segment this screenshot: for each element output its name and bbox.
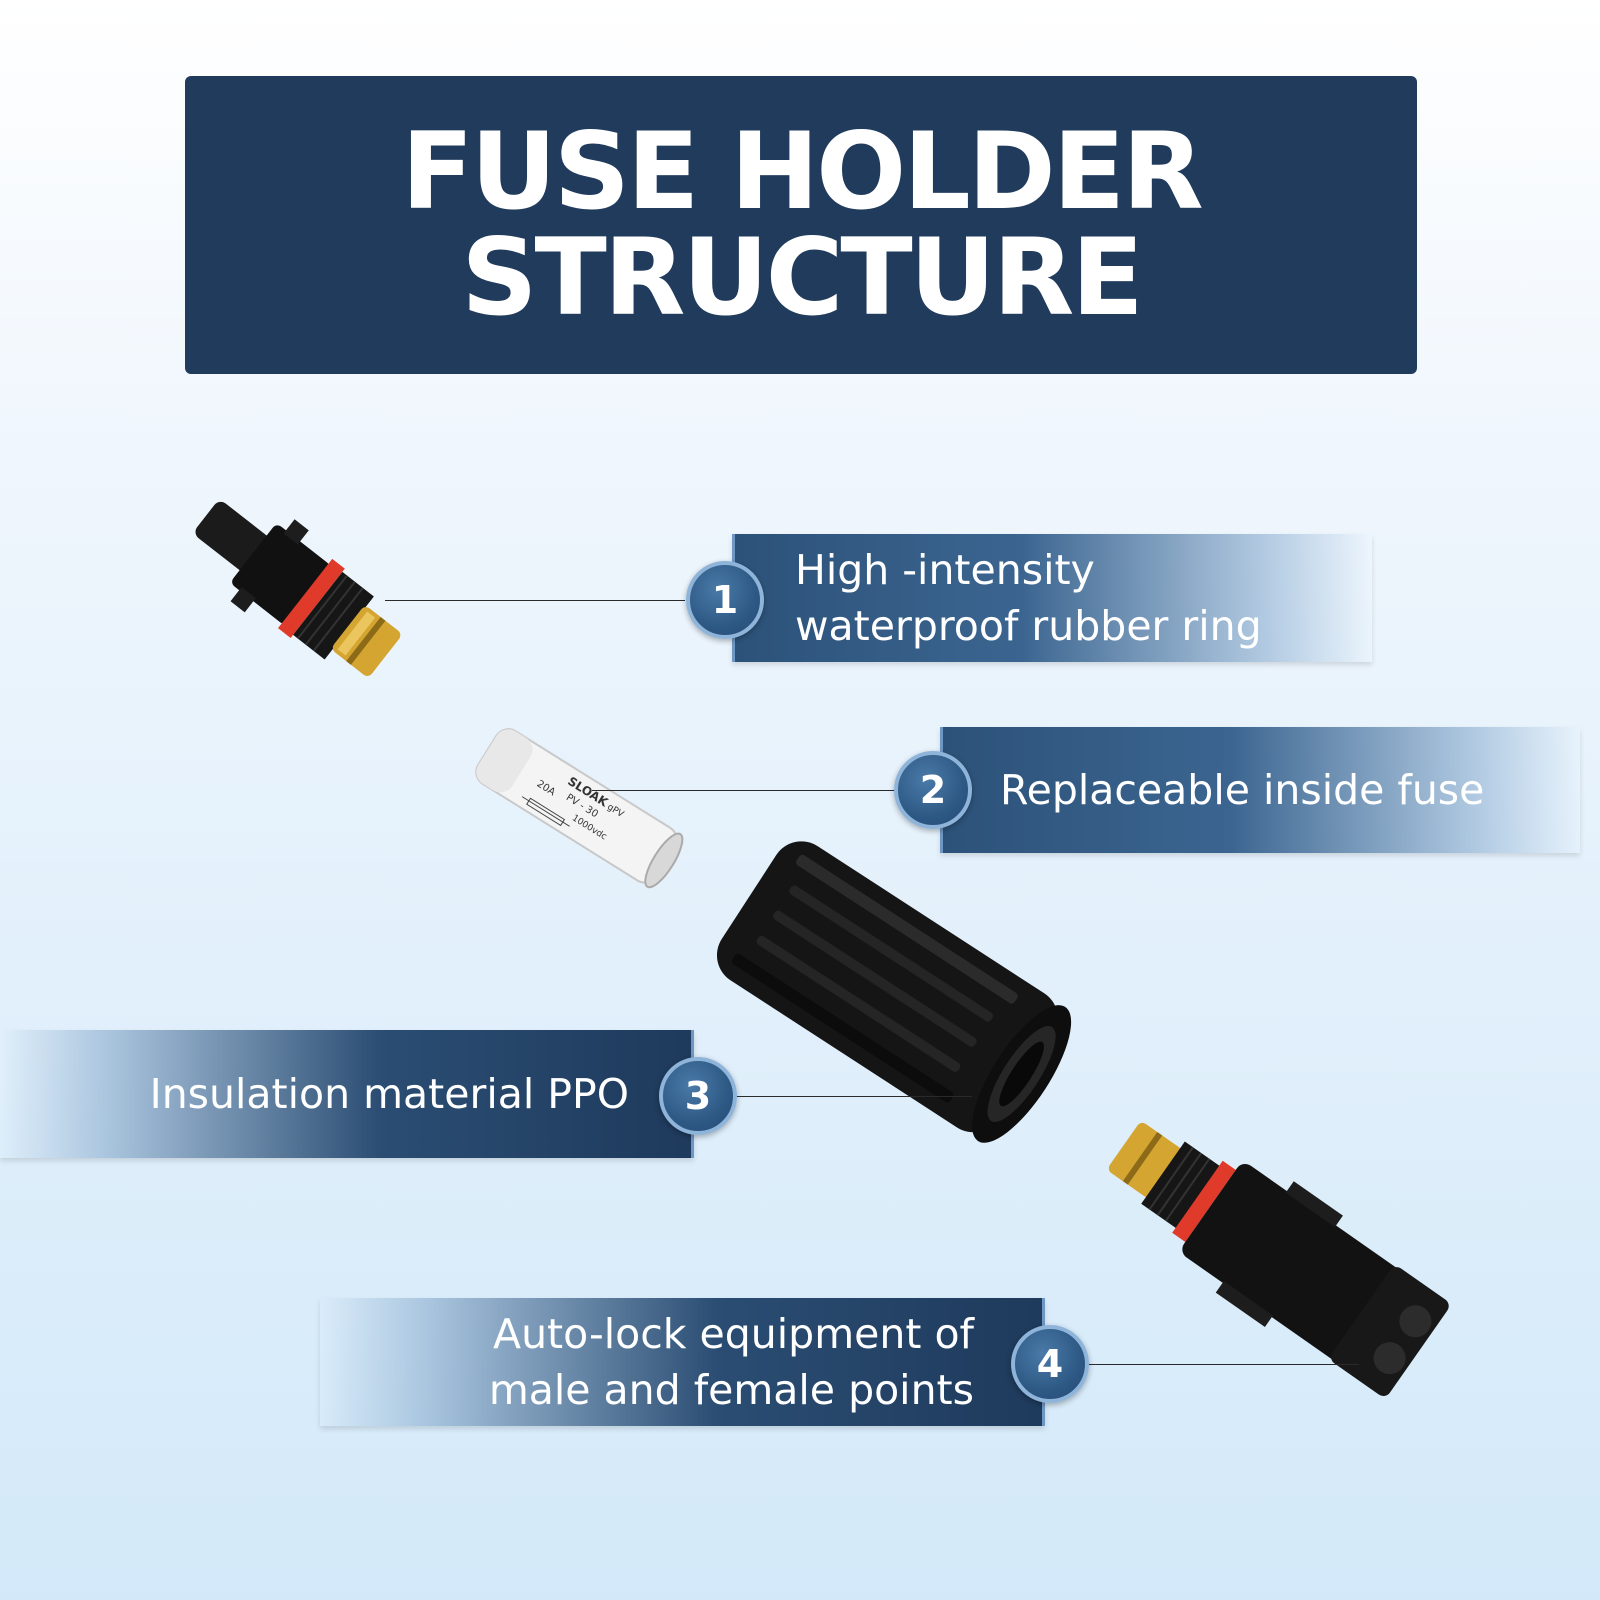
insulation-sleeve-icon xyxy=(716,841,1072,1143)
callout-1-label: High -intensity waterproof rubber ring xyxy=(732,534,1372,662)
callout-3-label: Insulation material PPO xyxy=(0,1030,694,1158)
leader-line-4 xyxy=(1089,1364,1359,1365)
male-connector-icon xyxy=(195,501,401,676)
fuse-icon: SLOAK gPV 20A PV - 30 1000vdc xyxy=(475,728,684,889)
leader-line-3 xyxy=(737,1096,972,1097)
callout-1-line-1: High -intensity xyxy=(795,546,1095,594)
callout-4-badge: 4 xyxy=(1011,1325,1089,1403)
callout-2-line-1: Replaceable inside fuse xyxy=(1000,766,1485,814)
leader-line-2 xyxy=(592,790,897,791)
leader-line-1 xyxy=(385,600,685,601)
callout-4-line-1: Auto-lock equipment of xyxy=(493,1310,974,1358)
title-line-1: FUSE HOLDER xyxy=(401,110,1204,233)
callout-4-line-2: male and female points xyxy=(488,1366,974,1414)
title-banner: FUSE HOLDER STRUCTURE xyxy=(185,76,1417,374)
callout-4-label: Auto-lock equipment of male and female p… xyxy=(320,1298,1045,1426)
callout-3-line-1: Insulation material PPO xyxy=(149,1070,629,1118)
callout-2-badge: 2 xyxy=(894,751,972,829)
callout-3-badge: 3 xyxy=(659,1057,737,1135)
callout-1-badge: 1 xyxy=(686,561,764,639)
title-line-2: STRUCTURE xyxy=(461,216,1144,339)
callout-1-line-2: waterproof rubber ring xyxy=(795,602,1262,650)
callout-2-label: Replaceable inside fuse xyxy=(940,727,1580,853)
female-connector-icon xyxy=(1108,1122,1449,1396)
